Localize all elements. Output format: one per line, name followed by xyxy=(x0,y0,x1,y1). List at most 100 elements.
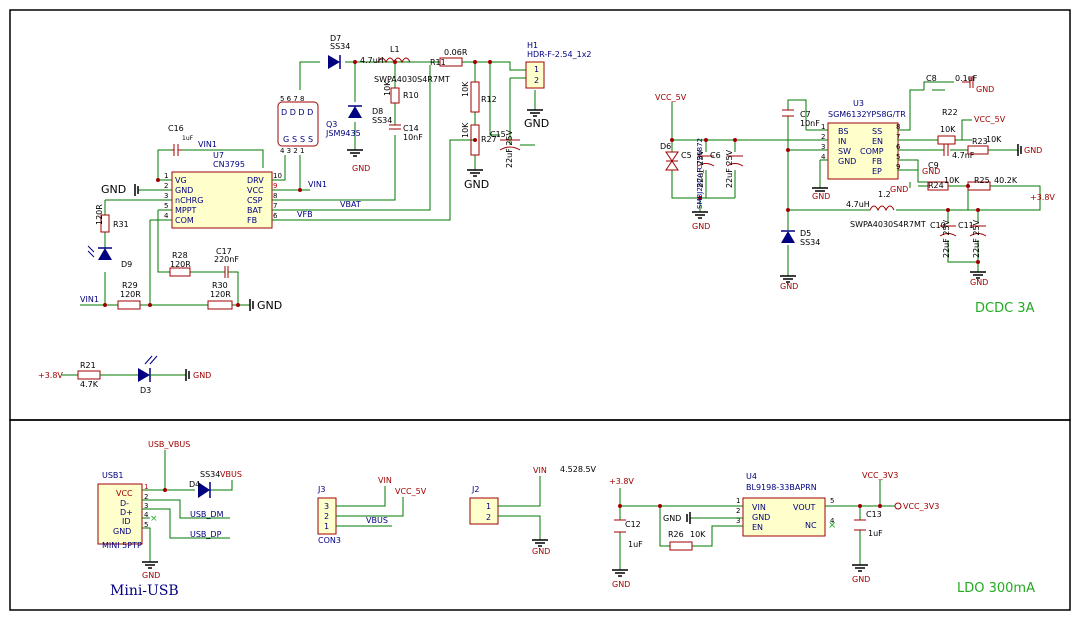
l2-ref: 1.2 xyxy=(878,190,891,199)
r12-ref: R12 xyxy=(481,95,497,104)
usb-junction xyxy=(163,488,167,492)
capacitor-C5 xyxy=(697,155,715,167)
j3-pin-2: 2 xyxy=(324,512,329,521)
gnd-text-r23: GND xyxy=(1024,146,1042,155)
r25-val: 40.2K xyxy=(994,176,1018,185)
q3-top-pins: 5 6 7 8 xyxy=(280,95,305,103)
u3-pinnum-8: 8 xyxy=(896,123,900,131)
c12-val: 1uF xyxy=(628,540,643,549)
u4-nc-mark: × xyxy=(828,520,836,531)
charger-wires xyxy=(80,61,536,306)
gnd-text-j2: GND xyxy=(532,547,550,556)
c15-ref: C15 xyxy=(490,130,506,139)
usb1-pinnum-4: 4 xyxy=(144,511,149,519)
q3-ref: Q3 xyxy=(326,120,337,129)
resistor-R25 xyxy=(967,181,991,191)
net-vcc33-top: VCC_3V3 xyxy=(862,471,898,480)
u3-pin-en: EN xyxy=(872,137,883,146)
r30-val: 120R xyxy=(210,290,231,299)
c5-ref: C5 xyxy=(681,151,692,160)
capacitor-C9 xyxy=(943,144,949,156)
usb1-pin-vcc: VCC xyxy=(116,489,133,498)
r10-val: 10K xyxy=(383,80,392,96)
c12-ref: C12 xyxy=(625,520,641,529)
c8-val: 0.1uF xyxy=(955,74,978,83)
u7-pinnum-3: 3 xyxy=(164,192,168,200)
dcdc-ic-U3: U3 SGM6132YPS8G/TR BS IN SW GND 1 2 3 4 … xyxy=(821,99,906,180)
r27-ref: R27 xyxy=(481,135,497,144)
r27-val: 10K xyxy=(461,122,470,138)
charger-junctions xyxy=(103,60,492,307)
d6-part: SMBJ28CA_C726872 xyxy=(696,138,704,209)
net-vcc5-en: VCC_5V xyxy=(974,115,1006,124)
net-vin-j3: VIN xyxy=(378,476,392,485)
r31-val: 120R xyxy=(95,204,104,225)
u4-pin-gnd: GND xyxy=(752,513,770,522)
d5-val: SS34 xyxy=(800,238,820,247)
net-usb-dp: USB_DP xyxy=(190,530,222,539)
gnd-text-usb: GND xyxy=(142,571,160,580)
gnd-symbol-usb xyxy=(142,561,158,569)
net-vin1-top: VIN1 xyxy=(198,140,217,149)
u3-pinnum-4: 4 xyxy=(821,153,826,161)
inductor-L1 xyxy=(377,57,411,64)
net-vbat: VBAT xyxy=(340,200,361,209)
capacitor-C14 xyxy=(389,124,401,130)
c11-val: 22uF 25V xyxy=(972,219,981,258)
u3-pin-comp: COMP xyxy=(860,147,884,156)
u7-pinnum-8: 8 xyxy=(273,192,277,200)
r25-ref: R25 xyxy=(974,176,990,185)
r28-ref: R28 xyxy=(172,251,188,260)
usb1-part: MINI 5PTP xyxy=(102,541,142,550)
capacitor-C12 xyxy=(614,519,626,533)
resistor-R11 xyxy=(439,57,463,67)
d8-ref: D8 xyxy=(372,107,383,116)
j2-pin-1: 1 xyxy=(486,502,491,511)
r11-ref: R11 xyxy=(430,58,446,67)
u7-pin-bat: BAT xyxy=(247,206,262,215)
u3-pinnum-9: 9 xyxy=(896,163,900,171)
gnd-text-c13: GND xyxy=(852,575,870,584)
gnd-text-d8: GND xyxy=(352,164,370,173)
section-title-usb: Mini-USB xyxy=(110,583,179,599)
u4-pin-vin: VIN xyxy=(752,503,766,512)
gnd-symbols-dcdc xyxy=(692,187,986,283)
resistor-R26 xyxy=(669,541,693,551)
sheet-frame xyxy=(9,9,1071,611)
u7-pinnum-1: 1 xyxy=(164,172,168,180)
net-vfb: VFB xyxy=(297,210,313,219)
ldo-junctions xyxy=(618,504,882,508)
capacitor-C13 xyxy=(854,519,866,531)
r22-ref: R22 xyxy=(942,108,958,117)
u3-pin-fb: FB xyxy=(872,157,882,166)
gnd-label-u7: GND xyxy=(101,183,126,196)
u3-pin-sw: SW xyxy=(838,147,851,156)
u7-pinnum-9: 9 xyxy=(273,182,277,190)
gnd-text-c8: GND xyxy=(976,85,994,94)
ldo-ic-U4: VIN GND EN VOUT NC 1 2 3 5 4 xyxy=(736,497,835,537)
q3-drain-labels: D D D D xyxy=(281,108,313,117)
usb-connector-USB1: VCC D- D+ ID GND 1 2 3 4 5 xyxy=(97,483,149,545)
usb1-pin-dm: D- xyxy=(120,499,129,508)
r26-ref: R26 xyxy=(668,530,684,539)
net-vin1-left: VIN1 xyxy=(80,295,99,304)
d6-ref: D6 xyxy=(660,142,671,151)
j3-ref: J3 xyxy=(317,485,325,494)
u3-pinnum-6: 6 xyxy=(896,143,901,151)
r22-val: 10K xyxy=(940,125,956,134)
connector-J2: 1 2 xyxy=(469,497,499,525)
d7-ref: D7 xyxy=(330,34,341,43)
u3-pin-ss: SS xyxy=(872,127,882,136)
usb1-pin-id: ID xyxy=(122,517,131,526)
c11-ref: C11 xyxy=(958,221,974,230)
resistor-R10 xyxy=(390,87,400,104)
d9-ref: D9 xyxy=(121,260,132,269)
capacitor-C10 xyxy=(939,225,957,237)
gnd-text-ep: GND xyxy=(922,167,940,176)
q3-part: JSM9435 xyxy=(325,129,361,138)
net-p38-dcdc: +3.8V xyxy=(1030,193,1055,202)
u3-pinnum-5: 5 xyxy=(896,153,900,161)
r21-val: 4.7K xyxy=(80,380,99,389)
u4-pin-nc: NC xyxy=(805,521,817,530)
gnd-symbol-j2 xyxy=(532,539,548,547)
